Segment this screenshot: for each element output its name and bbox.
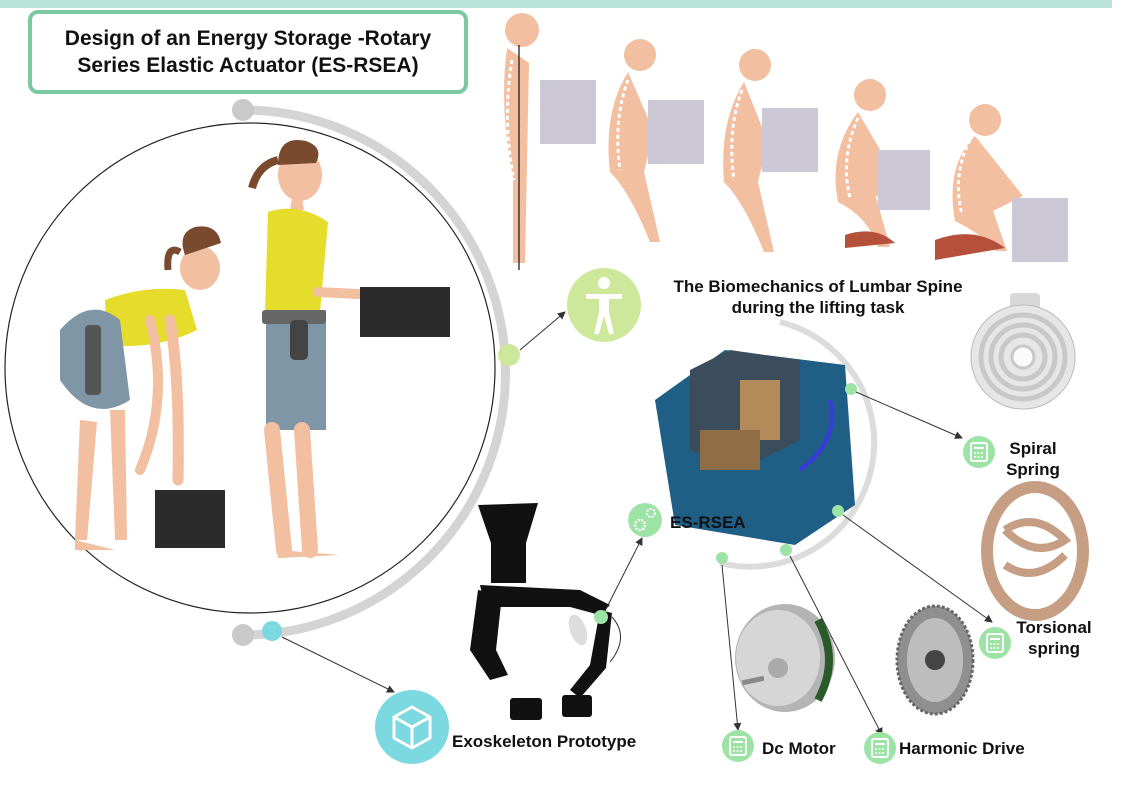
box-high <box>360 287 450 337</box>
calculator-icon-spiral <box>963 436 995 468</box>
node-harmonic <box>780 544 792 556</box>
main-arc <box>242 105 510 640</box>
title-line-1: Design of an Energy Storage -Rotary <box>64 27 432 50</box>
spiral-spring-label: Spiral Spring <box>998 438 1068 480</box>
title-line-2: Series Elastic Actuator (ES-RSEA) <box>77 54 419 77</box>
women-circle <box>4 122 496 614</box>
torsional-spring-label-line-2: spring <box>1028 639 1080 658</box>
node-exo <box>594 610 608 624</box>
es-rsea-label: ES-RSEA <box>670 513 746 532</box>
spiral-spring-label-line-1: Spiral <box>1009 439 1057 458</box>
torsional-spring-label: Torsional spring <box>1004 617 1104 659</box>
torsional-spring-label-line-1: Torsional <box>1016 618 1092 637</box>
spiral-spring-image <box>970 293 1076 410</box>
arc-end-bottom <box>232 624 254 646</box>
node-torsional <box>832 505 844 517</box>
biomechanics-label-line-1: The Biomechanics of Lumbar Spine <box>673 277 963 296</box>
arc-node-biomechanics <box>498 344 520 366</box>
dc-motor-image <box>735 604 835 712</box>
calculator-icon-motor <box>722 730 754 762</box>
biomechanics-label: The Biomechanics of Lumbar Spine during … <box>640 276 996 318</box>
calculator-icon-torsional <box>979 627 1011 659</box>
standing-woman-figure <box>248 140 423 558</box>
arc-node-exoskeleton <box>262 621 282 641</box>
exoskeleton-prototype-label: Exoskeleton Prototype <box>452 732 637 751</box>
arc-end-top <box>232 99 254 121</box>
top-accent-band <box>0 0 1112 8</box>
es-rsea-arc <box>719 319 878 570</box>
es-rsea-actuator <box>655 350 855 545</box>
box-low <box>155 490 225 548</box>
gears-icon <box>628 503 662 537</box>
harmonic-drive-label: Harmonic Drive <box>899 739 1025 758</box>
person-icon <box>567 268 641 342</box>
lifting-sequence-illustration <box>504 13 1068 270</box>
node-spiral <box>845 383 857 395</box>
biomechanics-label-line-2: during the lifting task <box>731 298 905 317</box>
bending-woman-figure <box>60 226 221 550</box>
node-motor <box>716 552 728 564</box>
exoskeleton-image <box>470 503 621 720</box>
calculator-icon-harmonic <box>864 732 896 764</box>
torsional-spring-image <box>981 481 1089 621</box>
title-box: Design of an Energy Storage -Rotary Seri… <box>28 10 468 94</box>
dc-motor-label: Dc Motor <box>762 739 836 758</box>
harmonic-drive-image <box>895 604 975 716</box>
cube-icon <box>375 690 449 764</box>
spiral-spring-label-line-2: Spring <box>1006 460 1060 479</box>
